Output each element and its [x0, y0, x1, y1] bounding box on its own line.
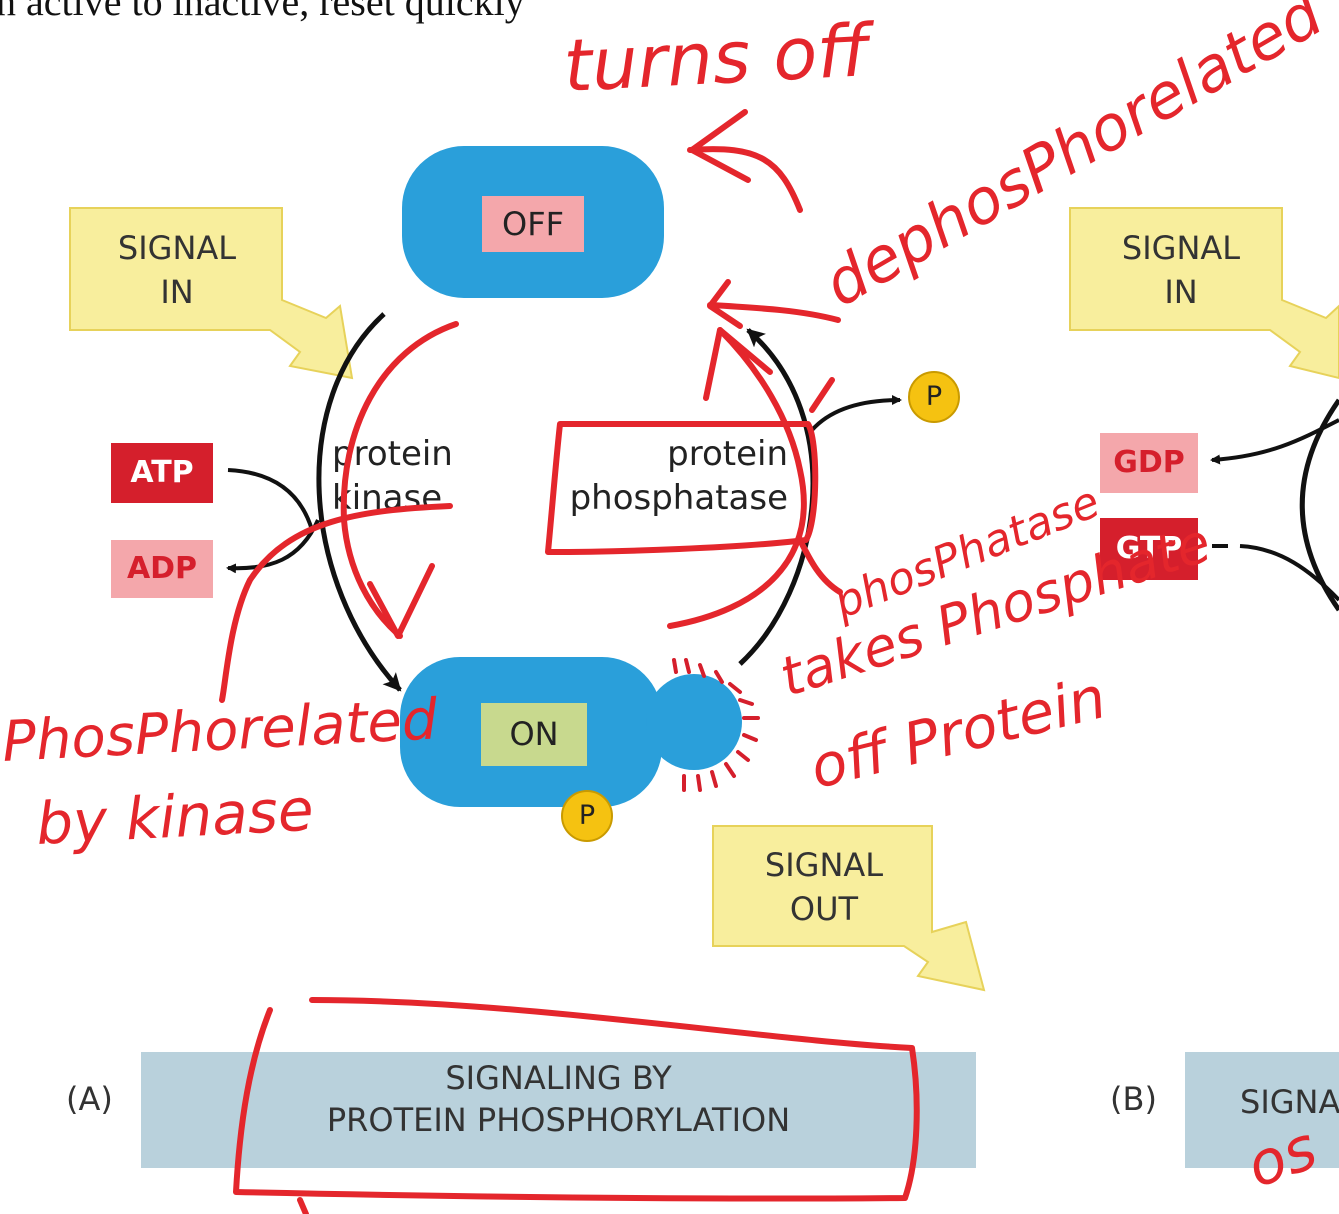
phosphatase-up-arrowhead	[703, 327, 773, 401]
header-fragment: n active to inactive, reset quickly	[0, 0, 525, 24]
dephos-tick	[809, 377, 835, 413]
panel-b-letter: (B)	[1110, 1080, 1157, 1118]
turns-off-arrow	[687, 146, 803, 213]
signal-in-b-shape	[1069, 207, 1339, 380]
panel-b-caption: SIGNA	[1185, 1052, 1339, 1168]
signal-in-b-line2: IN	[1164, 273, 1198, 312]
gdp-arrow	[1210, 418, 1339, 465]
kinase-hand-arrow	[340, 321, 459, 639]
signal-out-line1: SIGNAL	[764, 846, 884, 884]
kinase-arrow	[316, 312, 402, 692]
panel-b-title: SIGNA	[1240, 1083, 1339, 1121]
turns-off-arrowhead	[689, 109, 751, 183]
signal-in-b-text: SIGNAL IN	[1080, 226, 1282, 314]
phosphorelated-line	[219, 503, 453, 703]
on-protein-knob	[646, 674, 742, 770]
panel-a-caption: SIGNALING BY PROTEIN PHOSPHORYLATION	[141, 1052, 976, 1168]
signal-in-a-line2: IN	[160, 273, 194, 312]
caption-highlight-box	[233, 997, 920, 1202]
gtp-box: GTP	[1100, 518, 1198, 580]
phosphorelated-note-line2: by kinase	[34, 775, 316, 858]
signal-out-text: SIGNAL OUT	[722, 843, 926, 931]
turns-off-note: turns off	[561, 8, 872, 109]
panel-a-letter: (A)	[66, 1080, 113, 1118]
signal-in-a-line1: SIGNAL	[117, 229, 237, 267]
released-phosphate: P	[908, 371, 960, 423]
atp-arrow	[227, 468, 314, 531]
panel-b-arc	[1299, 398, 1339, 612]
dephos-arrowhead	[707, 279, 743, 329]
on-state-label: ON	[481, 703, 587, 766]
kinase-hand-arrowhead	[367, 563, 435, 639]
adp-box: ADP	[111, 540, 213, 598]
phosphatase-label-line2: phosphatase	[569, 478, 788, 519]
phosphatase-note-line	[797, 537, 843, 595]
phosphatase-box	[545, 421, 819, 555]
signal-in-a-text: SIGNAL IN	[80, 226, 274, 314]
signal-in-b-line1: SIGNAL	[1121, 229, 1241, 267]
phosphatase-label: protein phosphatase	[552, 432, 788, 520]
bound-phosphate: P	[561, 790, 613, 842]
phosphatase-label-line1: protein	[667, 434, 788, 474]
caption-tick	[297, 1197, 309, 1214]
off-state-label: OFF	[482, 196, 584, 252]
gdp-box: GDP	[1100, 433, 1198, 493]
signal-in-a-shape	[69, 207, 354, 380]
panel-a-title-line2: PROTEIN PHOSPHORYLATION	[326, 1100, 791, 1139]
activation-burst	[672, 658, 760, 792]
phosphate-release-arrow	[810, 395, 902, 432]
gtp-arrow	[1239, 544, 1339, 602]
panel-a-title-line1: SIGNALING BY	[445, 1059, 672, 1097]
signal-out-line2: OUT	[789, 890, 859, 929]
dephos-arrow	[707, 302, 841, 323]
phosphatase-up-arrow	[667, 327, 807, 629]
signal-out-shape	[712, 825, 986, 992]
atp-box: ATP	[111, 443, 213, 503]
